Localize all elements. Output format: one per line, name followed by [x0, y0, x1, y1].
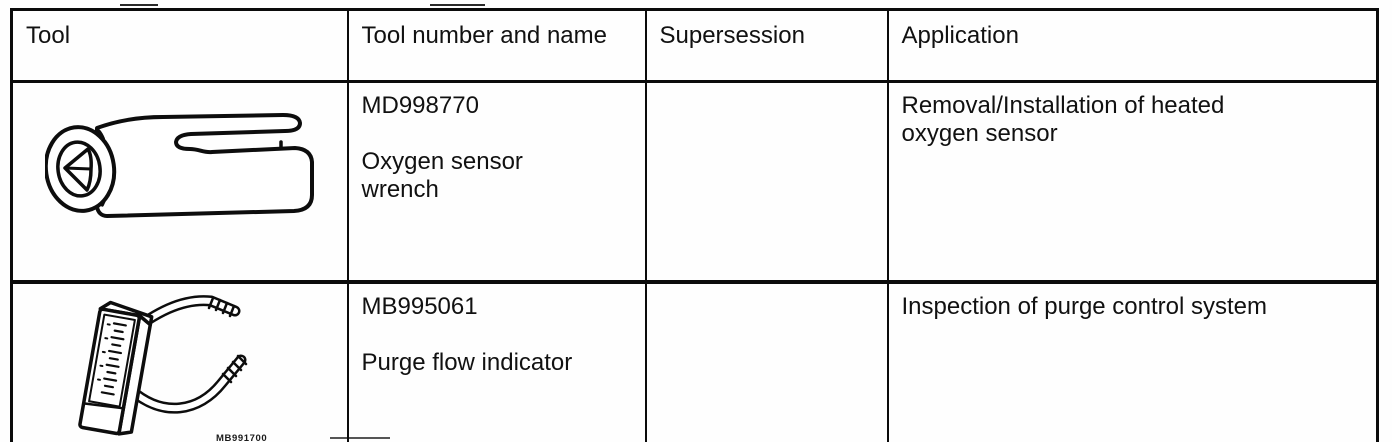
col-header-supersession: Supersession	[644, 8, 889, 83]
figure-code: MB991700	[216, 433, 268, 442]
tool-illustration-cell: MB991700	[10, 281, 349, 442]
col-header-application: Application	[886, 8, 1379, 83]
application-cell: Removal/Installation of heated oxygen se…	[886, 80, 1379, 284]
purge-flow-indicator-illustration	[78, 295, 248, 436]
application-text: Removal/Installation of heated oxygen se…	[901, 92, 1225, 147]
application-text: Inspection of purge control system	[901, 293, 1268, 320]
scan-artifact	[430, 4, 485, 6]
oxygen-sensor-wrench-illustration	[45, 113, 314, 218]
supersession-cell	[644, 281, 889, 442]
col-header-tool-number-and-name: Tool number and name	[346, 8, 647, 83]
scan-artifact	[120, 4, 158, 6]
tool-number-cell: MD998770 Oxygen sensor wrench	[346, 80, 647, 284]
tool-illustration-cell	[10, 80, 349, 284]
application-cell: Inspection of purge control system	[886, 281, 1379, 442]
table-row-purge-flow-indicator: MB991700 MB995061 Purge flow indicator I…	[10, 281, 1379, 442]
special-tools-table: Tool Tool number and name Supersession A…	[10, 8, 1379, 442]
tool-number-cell: MB995061 Purge flow indicator	[346, 281, 647, 442]
tool-number-and-name-text: MD998770 Oxygen sensor wrench	[361, 92, 523, 203]
supersession-cell	[644, 80, 889, 284]
tool-number-and-name-text: MB995061 Purge flow indicator	[361, 293, 573, 376]
table-row-oxygen-sensor-wrench: MD998770 Oxygen sensor wrench Removal/In…	[10, 80, 1379, 284]
header-row: Tool Tool number and name Supersession A…	[10, 8, 1379, 83]
col-header-tool: Tool	[10, 8, 349, 83]
